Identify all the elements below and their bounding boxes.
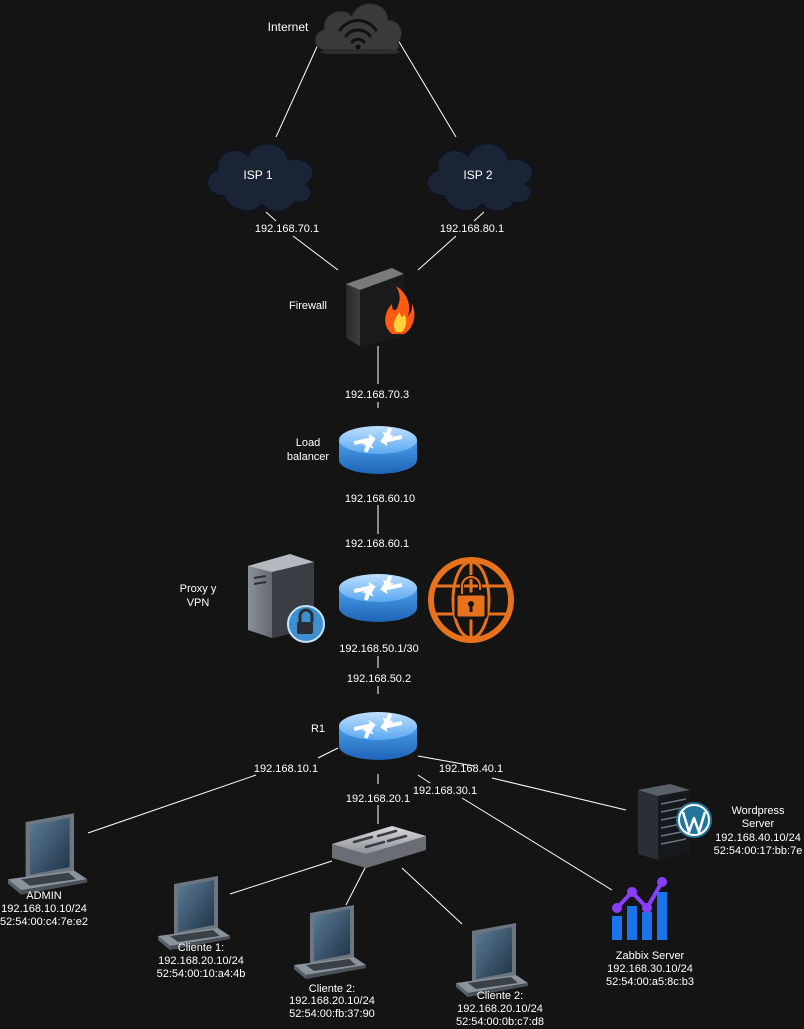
link-isp2-top xyxy=(473,211,485,222)
router-icon xyxy=(339,573,417,622)
isp2-ip-label: 192.168.80.1 xyxy=(440,223,504,235)
link-isp2-firewall xyxy=(417,235,457,271)
cloud-wifi-icon xyxy=(314,3,403,54)
laptop-icon xyxy=(8,813,88,895)
r1-clients-ip-label: 192.168.20.1 xyxy=(346,793,410,805)
link-internet-isp1 xyxy=(275,39,321,138)
zabbix-label-line1: Zabbix Server xyxy=(616,950,685,962)
zabbix-label-line3: 52:54:00:a5:8c:b3 xyxy=(606,976,694,988)
r1-label: R1 xyxy=(311,723,325,735)
isp2-label: ISP 2 xyxy=(463,168,492,182)
link-switch-cliente2a xyxy=(345,865,367,906)
cliente2b-label-line1: Cliente 2: xyxy=(477,990,523,1002)
switch-icon xyxy=(332,826,426,868)
wordpress-node[interactable]: Wordpress Server 192.168.40.10/24 52:54:… xyxy=(638,784,802,860)
zabbix-label-line2: 192.168.30.10/24 xyxy=(607,963,693,975)
link-isp1-top xyxy=(265,211,277,222)
cliente2a-label-line2: 192.168.20.10/24 xyxy=(289,995,375,1007)
vpn-router-node[interactable] xyxy=(339,573,417,622)
router-icon xyxy=(339,711,417,760)
wordpress-server-icon xyxy=(638,784,712,860)
laptop-icon xyxy=(158,876,230,950)
admin-label-line2: 192.168.10.10/24 xyxy=(1,903,87,915)
r1-node[interactable]: R1 xyxy=(311,711,417,760)
cliente2a-label-line3: 52:54:00:fb:37:90 xyxy=(289,1008,375,1020)
cliente1-label-line2: 192.168.20.10/24 xyxy=(158,955,244,967)
router-icon xyxy=(339,425,417,474)
zabbix-node[interactable]: Zabbix Server 192.168.30.10/24 52:54:00:… xyxy=(606,877,694,988)
switch-node[interactable] xyxy=(332,826,426,868)
admin-label-line3: 52:54:00:c4:7e:e2 xyxy=(0,916,88,928)
firewall-icon xyxy=(346,268,415,346)
r1-wordpress-ip-label: 192.168.40.1 xyxy=(439,763,503,775)
vpn-in-ip-label: 192.168.60.1 xyxy=(345,538,409,550)
r1-in-ip-label: 192.168.50.2 xyxy=(347,673,411,685)
link-switch-cliente2b xyxy=(401,867,463,925)
vpn-out-ip-label: 192.168.50.1/30 xyxy=(339,643,419,655)
cliente1-label-line1: Cliente 1: xyxy=(178,942,224,954)
link-r1-wordpress-b xyxy=(491,777,627,811)
link-isp1-firewall xyxy=(292,235,339,271)
isp2-node[interactable]: ISP 2 xyxy=(426,142,534,213)
link-internet-isp2 xyxy=(397,39,457,138)
wordpress-label-line3: 192.168.40.10/24 xyxy=(715,832,801,844)
link-r1-zabbix-b xyxy=(461,797,613,891)
cliente1-node[interactable]: Cliente 1: 192.168.20.10/24 52:54:00:10:… xyxy=(157,876,246,980)
cliente2b-node[interactable]: Cliente 2: 192.168.20.10/24 52:54:00:0b:… xyxy=(456,923,544,1028)
lb-ip-label: 192.168.60.10 xyxy=(345,493,415,505)
links xyxy=(87,39,627,925)
fw-ip-label: 192.168.70.3 xyxy=(345,389,409,401)
cliente2a-label-line1: Cliente 2: xyxy=(309,983,355,995)
zabbix-chart-icon xyxy=(612,877,667,940)
laptop-icon xyxy=(456,923,528,997)
internet-node[interactable]: Internet xyxy=(268,3,403,54)
server-lock-icon xyxy=(248,554,325,643)
cliente2b-label-line2: 192.168.20.10/24 xyxy=(457,1003,543,1015)
r1-admin-ip-label: 192.168.10.1 xyxy=(254,763,318,775)
cliente2b-label-line3: 52:54:00:0b:c7:d8 xyxy=(456,1016,544,1028)
load-balancer-node[interactable]: Load balancer xyxy=(287,425,417,474)
isp1-ip-label: 192.168.70.1 xyxy=(255,223,319,235)
cliente2a-node[interactable]: Cliente 2: 192.168.20.10/24 52:54:00:fb:… xyxy=(289,905,375,1020)
link-r1-admin-b xyxy=(87,774,257,834)
wordpress-label-line1: Wordpress xyxy=(732,805,785,817)
r1-zabbix-ip-label: 192.168.30.1 xyxy=(413,785,477,797)
isp1-node[interactable]: ISP 1 xyxy=(206,142,314,213)
laptop-icon xyxy=(294,905,366,979)
isp1-label: ISP 1 xyxy=(243,168,272,182)
cliente1-label-line3: 52:54:00:10:a4:4b xyxy=(157,968,246,980)
proxy-label-line2: VPN xyxy=(187,597,210,609)
link-switch-cliente1 xyxy=(229,860,333,895)
link-r1-wordpress-a xyxy=(417,755,475,767)
internet-label: Internet xyxy=(268,20,309,34)
admin-node[interactable]: ADMIN 192.168.10.10/24 52:54:00:c4:7e:e2 xyxy=(0,813,88,928)
load-balancer-label-line2: balancer xyxy=(287,451,330,463)
proxy-node[interactable]: Proxy y VPN xyxy=(180,554,325,643)
link-r1-zabbix-a xyxy=(417,774,431,784)
wordpress-label-line4: 52:54:00:17:bb:7e xyxy=(714,845,803,857)
wordpress-label-line2: Server xyxy=(742,818,775,830)
firewall-label: Firewall xyxy=(289,300,327,312)
proxy-label-line1: Proxy y xyxy=(180,583,217,595)
firewall-node[interactable]: Firewall xyxy=(289,268,415,346)
link-r1-admin-a xyxy=(317,747,339,759)
load-balancer-label-line1: Load xyxy=(296,437,320,449)
vpn-badge xyxy=(428,557,514,643)
admin-label-line1: ADMIN xyxy=(26,890,62,902)
globe-lock-icon xyxy=(428,557,514,643)
